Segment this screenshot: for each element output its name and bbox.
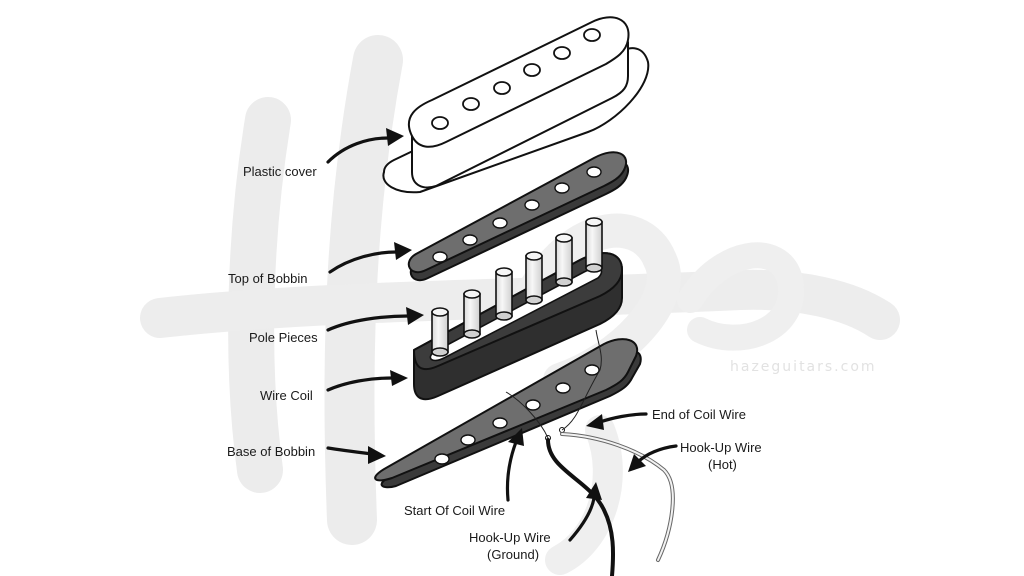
pole-pieces <box>431 217 603 357</box>
plastic-cover <box>382 16 650 194</box>
pole-piece <box>555 233 573 287</box>
top-of-bobbin <box>407 151 629 281</box>
label-wire-coil: Wire Coil <box>260 388 313 403</box>
pole-piece <box>525 251 543 305</box>
label-hookup-hot-2: (Hot) <box>708 457 737 472</box>
label-plastic-cover: Plastic cover <box>243 164 317 179</box>
base-of-bobbin <box>374 338 642 489</box>
label-hookup-ground-2: (Ground) <box>487 547 539 562</box>
pole-piece <box>585 217 603 273</box>
pole-piece <box>463 289 481 339</box>
label-pole-pieces: Pole Pieces <box>249 330 318 345</box>
label-start-of-coil-wire: Start Of Coil Wire <box>404 503 505 518</box>
label-hookup-hot-1: Hook-Up Wire <box>680 440 762 455</box>
label-end-of-coil-wire: End of Coil Wire <box>652 407 746 422</box>
pole-piece <box>431 307 449 357</box>
watermark-url: hazeguitars.com <box>730 359 877 375</box>
coil-wires <box>505 329 602 439</box>
pole-piece <box>495 267 513 321</box>
arrows <box>326 128 678 542</box>
label-hookup-ground-1: Hook-Up Wire <box>469 530 551 545</box>
hookup-wire-ground <box>546 438 616 576</box>
label-top-of-bobbin: Top of Bobbin <box>228 271 308 286</box>
label-base-of-bobbin: Base of Bobbin <box>227 444 315 459</box>
